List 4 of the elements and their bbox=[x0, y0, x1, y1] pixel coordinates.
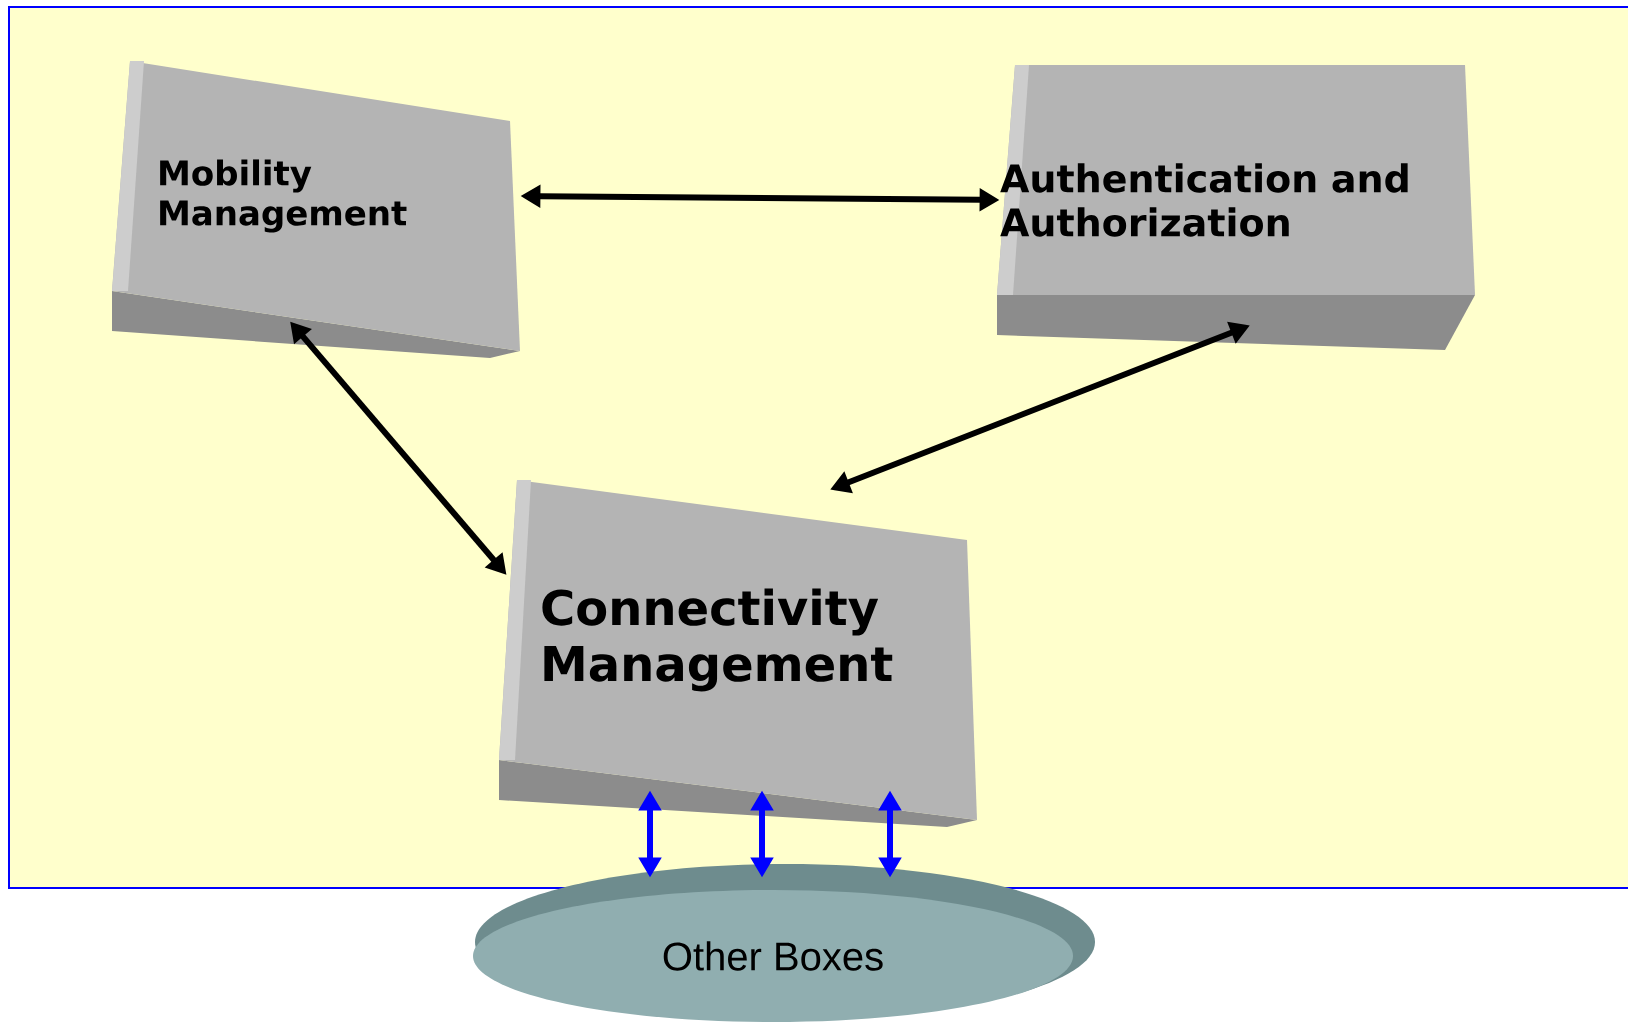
ellipse-node: Other Boxes bbox=[473, 864, 1095, 1022]
process-box: Connectivity Management bbox=[499, 480, 977, 827]
process-box: Mobility Management bbox=[112, 61, 520, 358]
process-box: Authentication and Authorization bbox=[997, 65, 1475, 350]
